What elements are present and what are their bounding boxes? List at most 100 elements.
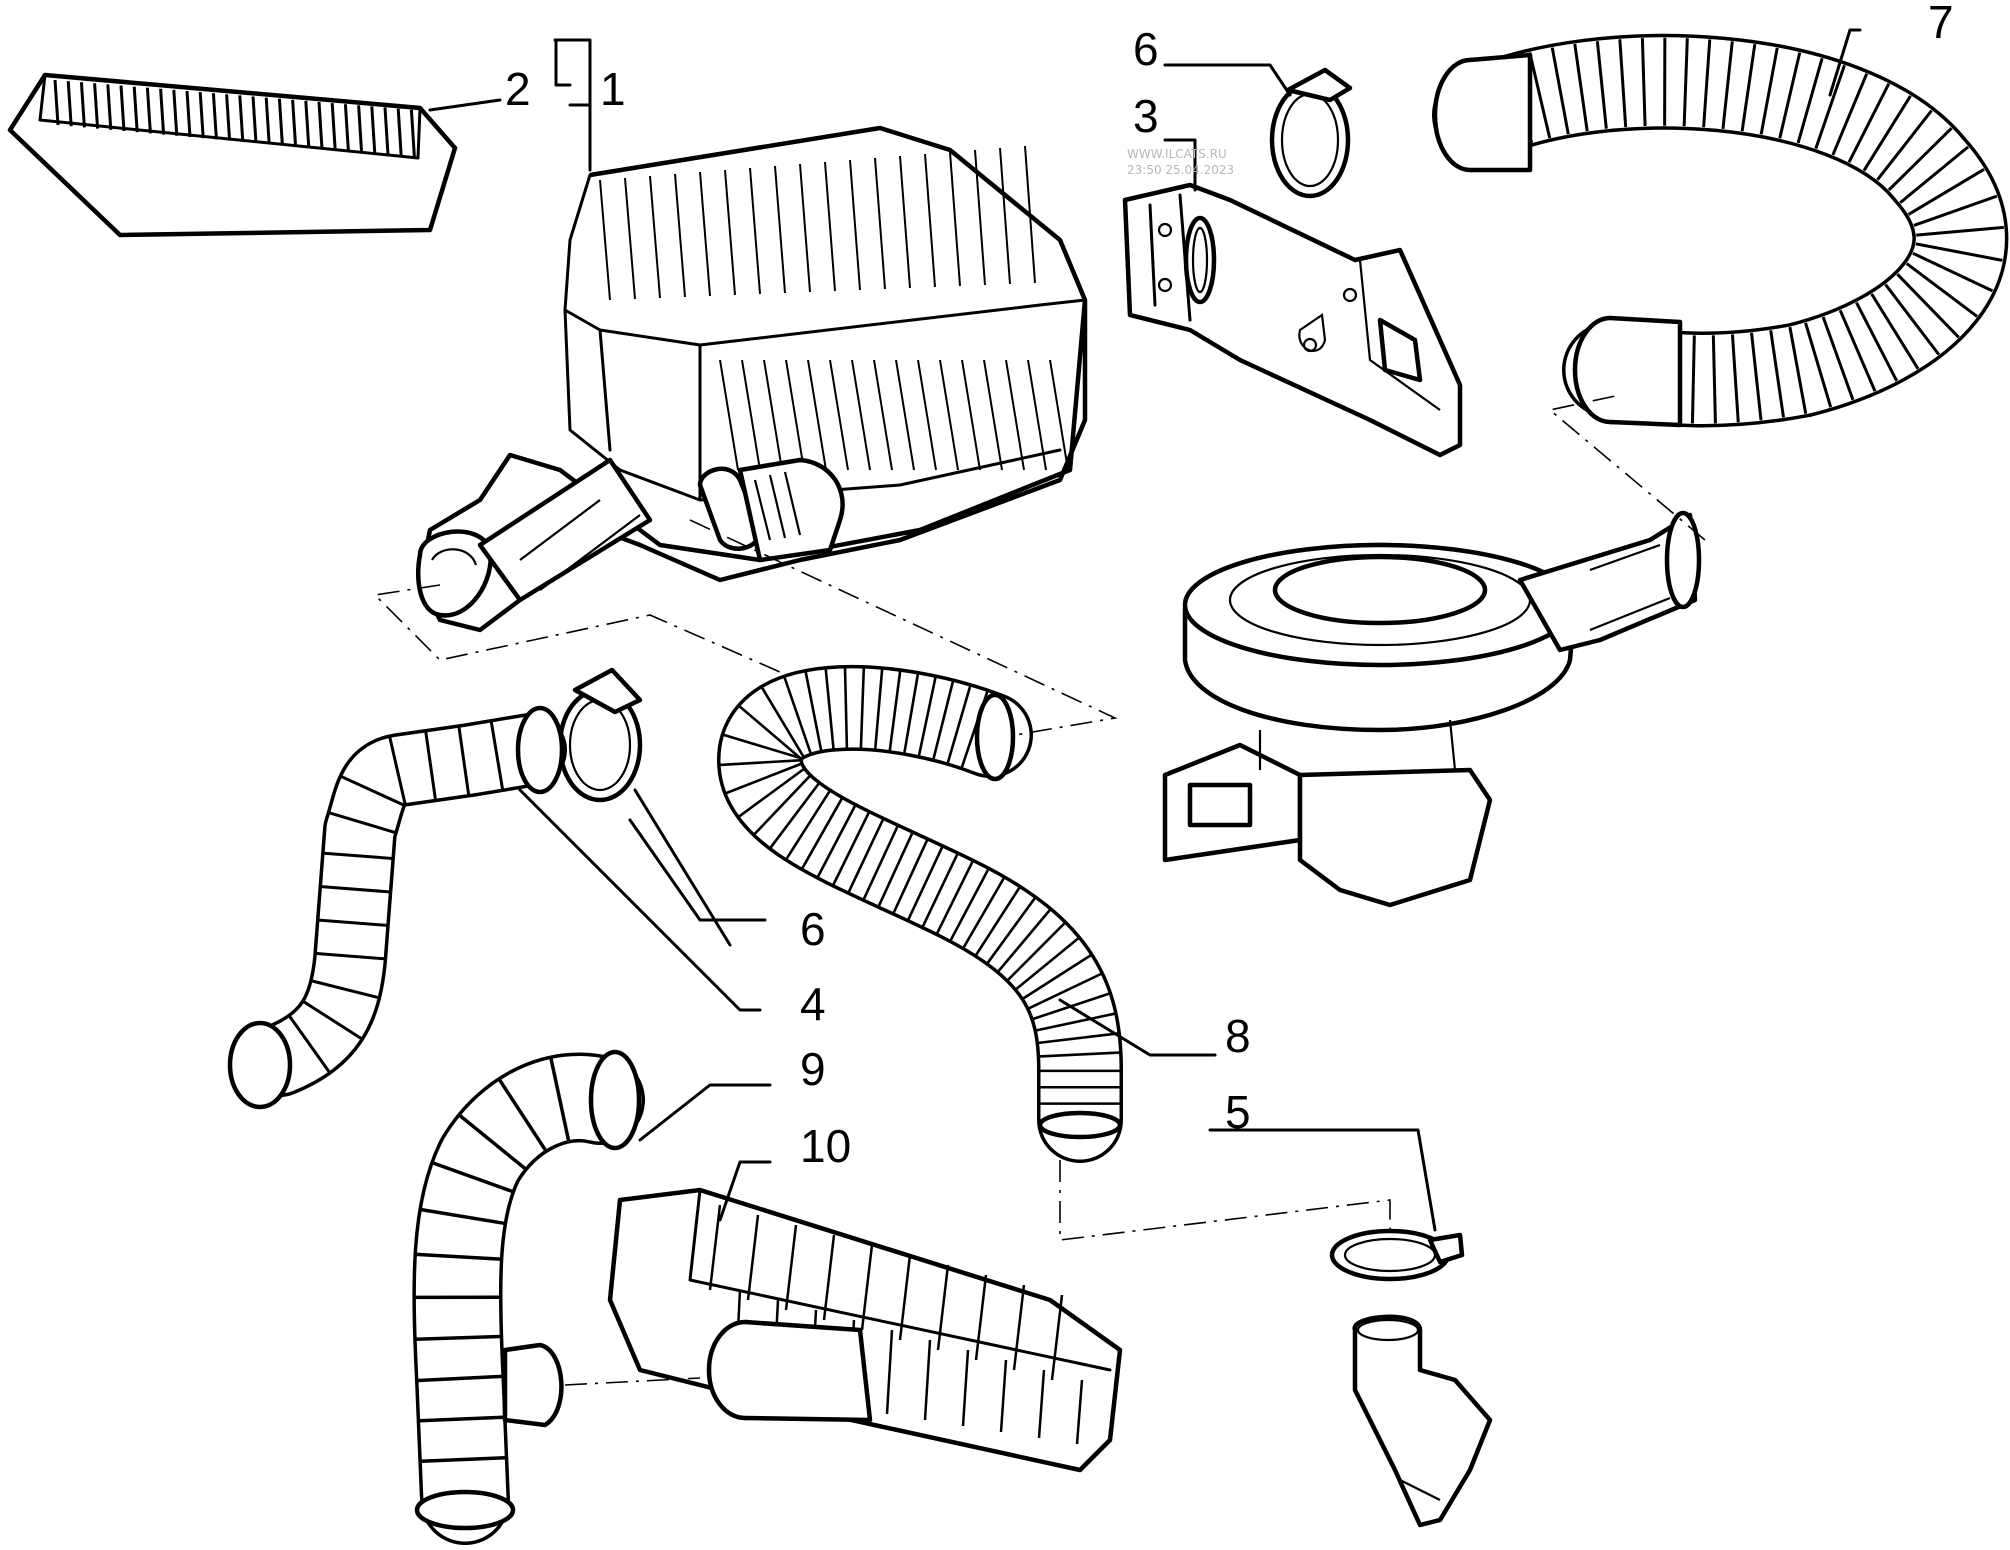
filter-pleat — [185, 90, 192, 138]
hose-rib — [1899, 145, 1970, 204]
duct-rib — [936, 1264, 950, 1351]
hose-rib — [1821, 316, 1855, 401]
filter-pleat — [357, 105, 364, 153]
airbox-rib — [1027, 359, 1047, 471]
intake-hose-9 — [412, 1049, 645, 1545]
airbox-rib — [799, 163, 811, 293]
hose-rib — [935, 860, 974, 934]
airbox-rib — [749, 167, 761, 295]
hose-rib — [288, 1015, 331, 1073]
hose-rib — [873, 669, 884, 750]
watermark-timestamp: 23:50 25.04.2023 — [1127, 163, 1234, 177]
filter-pleat — [132, 86, 139, 133]
hose-rib — [921, 853, 959, 927]
airbox-rib — [849, 159, 861, 291]
hose-rib — [862, 825, 899, 900]
hose-rib — [1750, 332, 1763, 421]
filter-pleat — [93, 83, 100, 129]
airbox-rib — [649, 175, 661, 299]
airbox-rib — [824, 161, 836, 292]
hose-rib — [801, 798, 843, 869]
filter-pleat — [291, 99, 298, 147]
hose-rib — [1907, 168, 1985, 216]
hose-rib — [1721, 41, 1734, 130]
hose-rib — [1814, 64, 1846, 149]
hose-rib — [859, 668, 866, 749]
airbox-rib — [699, 171, 711, 297]
hose-rib — [847, 819, 885, 893]
airbox-rib — [899, 155, 911, 289]
hose-rib — [1896, 273, 1960, 339]
hose-rib — [1838, 309, 1877, 392]
duct-rib — [784, 1224, 798, 1311]
hose-rib — [892, 839, 929, 914]
filter-pleat — [225, 94, 232, 141]
filter-pleat — [211, 93, 218, 140]
callout-1: 1 — [600, 63, 626, 115]
airbox-rib — [719, 359, 739, 471]
airbox-rib — [961, 359, 981, 471]
air-filter-element — [7, 72, 458, 238]
filter-pleat — [317, 101, 324, 150]
hose-rib — [458, 1114, 527, 1171]
hose-rib — [311, 979, 379, 1000]
airbox-rib — [949, 151, 961, 287]
hose-rib — [753, 775, 811, 836]
airbox-rib — [999, 147, 1011, 285]
hose-rib — [416, 1252, 501, 1261]
callout-8: 8 — [1225, 1010, 1251, 1062]
corrugated-hose-7 — [1432, 33, 2009, 428]
hose-rib — [1788, 326, 1808, 414]
clamp-and-outlet-5 — [1329, 1228, 1493, 1528]
duct-rib — [822, 1234, 836, 1321]
hose-rib — [419, 1415, 504, 1423]
airbox-rib — [674, 173, 686, 298]
hose-rib — [1916, 225, 2005, 237]
callout-7: 7 — [1928, 0, 1954, 48]
hose-rib — [549, 1058, 571, 1141]
filter-pleat — [238, 95, 245, 142]
callout-10: 10 — [800, 1120, 851, 1172]
intake-resonator — [1162, 510, 1702, 908]
hose-rib — [498, 1078, 547, 1152]
hose-rib — [785, 790, 831, 860]
hose-rib — [1022, 954, 1092, 1000]
filter-pleat — [304, 100, 311, 148]
duct-rib — [860, 1244, 874, 1331]
hose-rib — [421, 1455, 506, 1463]
hose-rib — [1912, 251, 1994, 293]
airbox-rib — [724, 169, 736, 296]
hose-rib — [832, 812, 870, 886]
callout-6-lower: 6 — [800, 903, 826, 955]
hose-rib — [949, 868, 990, 941]
watermark: WWW.ILCATS.RU 23:50 25.04.2023 — [1127, 147, 1234, 177]
hose-rib — [1847, 83, 1891, 163]
leader-lines — [428, 28, 1862, 1232]
hose-rib — [1618, 39, 1628, 128]
airbox-rib — [917, 359, 937, 471]
filter-pleat — [198, 92, 205, 139]
duct-rib — [1075, 1379, 1084, 1445]
hose-clamp-lower — [557, 667, 643, 803]
hose-rib — [783, 677, 812, 754]
airbox-rib — [741, 359, 761, 471]
airbox-rib — [1005, 359, 1025, 471]
hose-rib — [723, 733, 801, 760]
hose-rib — [1640, 38, 1647, 127]
callout-9: 9 — [800, 1043, 826, 1095]
hose-rib — [1804, 322, 1833, 408]
hose-rib — [457, 727, 471, 795]
duct-rib — [974, 1274, 988, 1361]
hose-rib — [1690, 335, 1696, 424]
hose-rib — [1528, 52, 1552, 139]
hose-rib — [323, 851, 393, 860]
airbox-rib — [624, 177, 636, 300]
hose-rib — [424, 731, 437, 800]
hose-rib — [417, 1374, 502, 1383]
callout-3: 3 — [1133, 90, 1159, 142]
airbox-rib — [924, 153, 936, 288]
hose-rib — [432, 1161, 513, 1194]
duct-rib — [885, 1329, 894, 1415]
hose-rib — [903, 673, 920, 754]
